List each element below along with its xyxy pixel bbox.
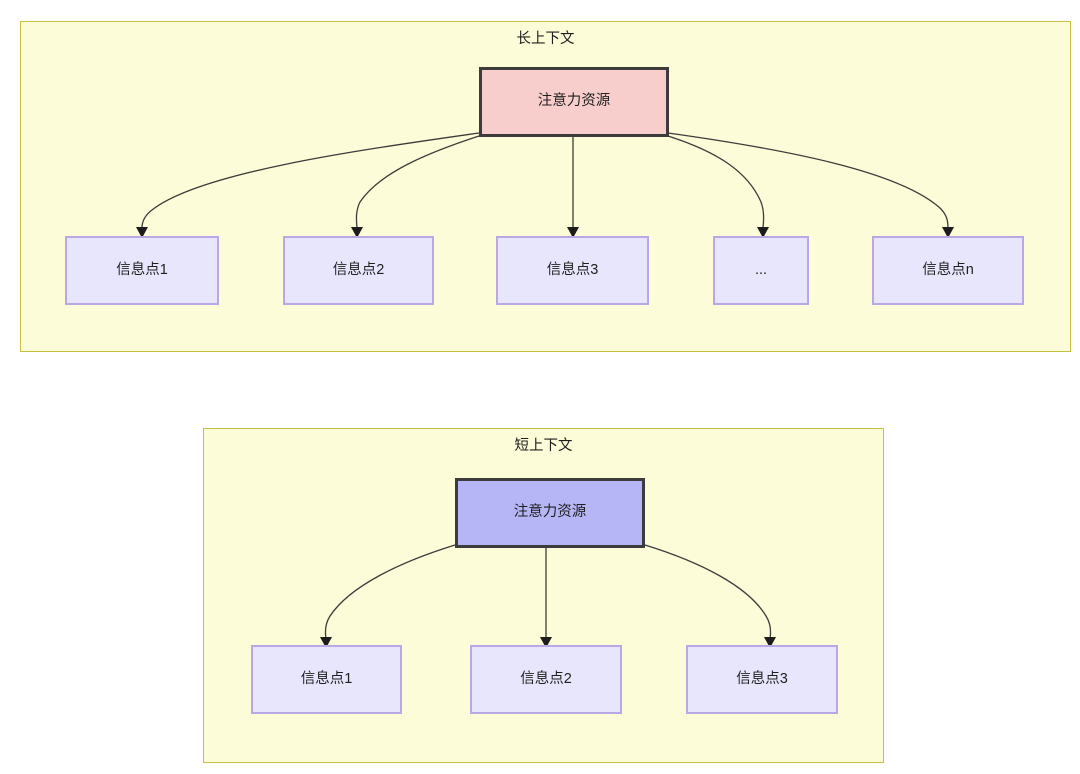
node-attention-resource-long[interactable]: 注意力资源 — [479, 67, 669, 137]
node-info-point-long-ellipsis[interactable]: ... — [713, 236, 809, 305]
group-long-context-title: 长上下文 — [516, 31, 575, 47]
node-info-point-long-2[interactable]: 信息点2 — [283, 236, 434, 305]
node-info-point-short-1[interactable]: 信息点1 — [251, 645, 402, 714]
node-info-point-short-3[interactable]: 信息点3 — [686, 645, 838, 714]
node-info-point-long-n[interactable]: 信息点n — [872, 236, 1024, 305]
group-short-context-title: 短上下文 — [514, 438, 573, 454]
node-info-point-short-2[interactable]: 信息点2 — [470, 645, 622, 714]
node-info-point-long-3[interactable]: 信息点3 — [496, 236, 649, 305]
node-attention-resource-short[interactable]: 注意力资源 — [455, 478, 645, 548]
node-info-point-long-1[interactable]: 信息点1 — [65, 236, 219, 305]
